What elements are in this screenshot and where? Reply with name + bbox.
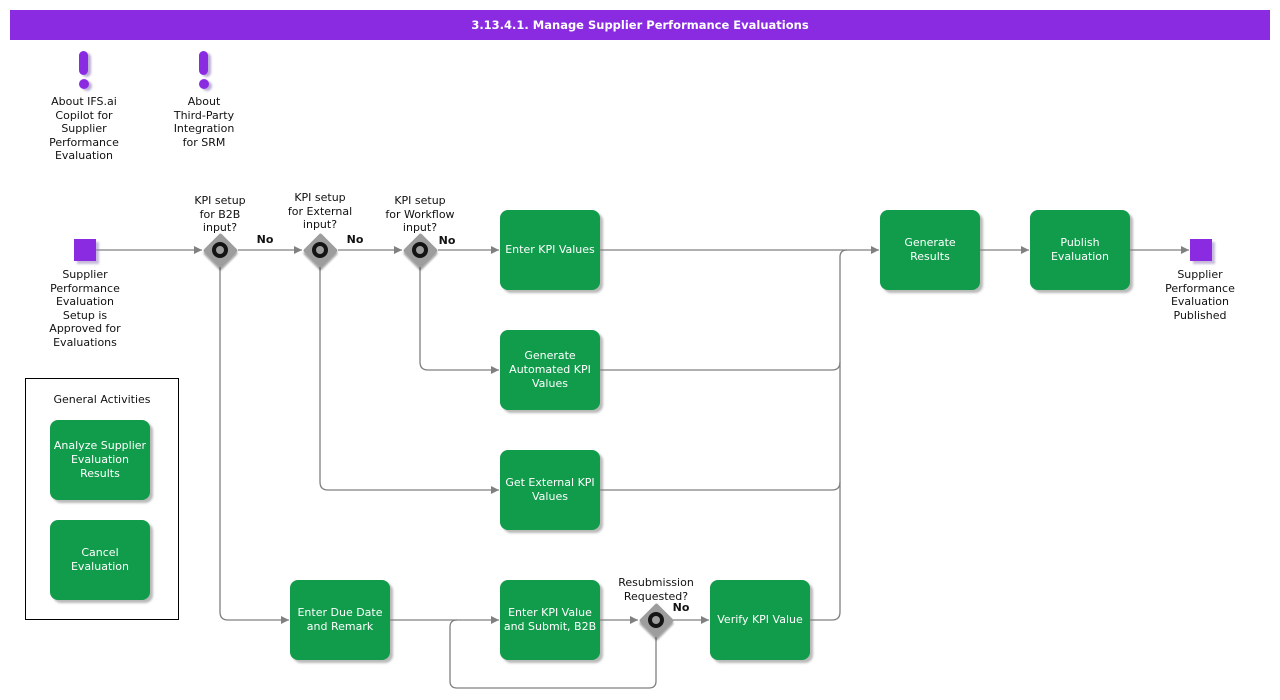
- activity-generate-automated-kpi-values[interactable]: Generate Automated KPI Values: [500, 330, 600, 410]
- activity-generate-results[interactable]: Generate Results: [880, 210, 980, 290]
- exclamation-dot-icon: [199, 79, 209, 89]
- gateway-ring-icon: [312, 242, 328, 258]
- activity-label: Get External KPI Values: [505, 476, 595, 503]
- decision-kpi-setup-workflow: [402, 232, 438, 268]
- gateway-ring-icon: [648, 612, 664, 628]
- diagram-title-bar: 3.13.4.1. Manage Supplier Performance Ev…: [10, 10, 1270, 40]
- exclamation-icon: [199, 51, 208, 75]
- note-third-party-integration-label[interactable]: About Third-Party Integration for SRM: [173, 95, 235, 149]
- note-ifs-ai-copilot-label[interactable]: About IFS.ai Copilot for Supplier Perfor…: [49, 95, 119, 162]
- diagram-title: 3.13.4.1. Manage Supplier Performance Ev…: [471, 18, 809, 32]
- note-third-party-integration[interactable]: [194, 51, 214, 93]
- activity-label: Enter KPI Value and Submit, B2B: [503, 606, 597, 633]
- activity-label: Enter Due Date and Remark: [297, 606, 383, 633]
- decision-resubmission-requested: [638, 602, 674, 638]
- activity-cancel-evaluation[interactable]: Cancel Evaluation: [50, 520, 150, 600]
- note-ifs-ai-copilot[interactable]: [74, 51, 94, 93]
- activity-label: Cancel Evaluation: [70, 546, 130, 573]
- activity-enter-due-date-and-remark[interactable]: Enter Due Date and Remark: [290, 580, 390, 660]
- decision-kpi-setup-b2b-label: KPI setup for B2B input?: [194, 194, 246, 234]
- activity-enter-kpi-value-and-submit-b2b[interactable]: Enter KPI Value and Submit, B2B: [500, 580, 600, 660]
- activity-analyze-supplier-evaluation-results[interactable]: Analyze Supplier Evaluation Results: [50, 420, 150, 500]
- branch-no-label: No: [256, 233, 274, 246]
- decision-kpi-setup-external: [302, 232, 338, 268]
- activity-publish-evaluation[interactable]: Publish Evaluation: [1030, 210, 1130, 290]
- activity-label: Enter KPI Values: [505, 243, 595, 256]
- branch-no-label: No: [438, 234, 456, 247]
- activity-label: Verify KPI Value: [717, 613, 803, 626]
- exclamation-icon: [79, 51, 88, 75]
- activity-get-external-kpi-values[interactable]: Get External KPI Values: [500, 450, 600, 530]
- activity-label: Generate Results: [904, 236, 956, 263]
- activity-enter-kpi-values[interactable]: Enter KPI Values: [500, 210, 600, 290]
- gateway-ring-icon: [412, 242, 428, 258]
- end-event-square: [1190, 239, 1212, 261]
- decision-kpi-setup-external-label: KPI setup for External input?: [287, 191, 353, 231]
- exclamation-dot-icon: [79, 79, 89, 89]
- end-event-label: Supplier Performance Evaluation Publishe…: [1165, 268, 1235, 322]
- activity-label: Analyze Supplier Evaluation Results: [53, 439, 147, 480]
- activity-label: Publish Evaluation: [1050, 236, 1110, 263]
- start-event-square: [74, 239, 96, 261]
- gateway-ring-icon: [212, 242, 228, 258]
- decision-kpi-setup-b2b: [202, 232, 238, 268]
- branch-no-label: No: [672, 601, 690, 614]
- activity-label: Generate Automated KPI Values: [509, 349, 591, 390]
- general-activities-title: General Activities: [53, 393, 151, 406]
- decision-resubmission-requested-label: Resubmission Requested?: [618, 576, 694, 603]
- decision-kpi-setup-workflow-label: KPI setup for Workflow input?: [385, 194, 455, 234]
- branch-no-label: No: [346, 233, 364, 246]
- start-event-label: Supplier Performance Evaluation Setup is…: [49, 268, 121, 349]
- activity-verify-kpi-value[interactable]: Verify KPI Value: [710, 580, 810, 660]
